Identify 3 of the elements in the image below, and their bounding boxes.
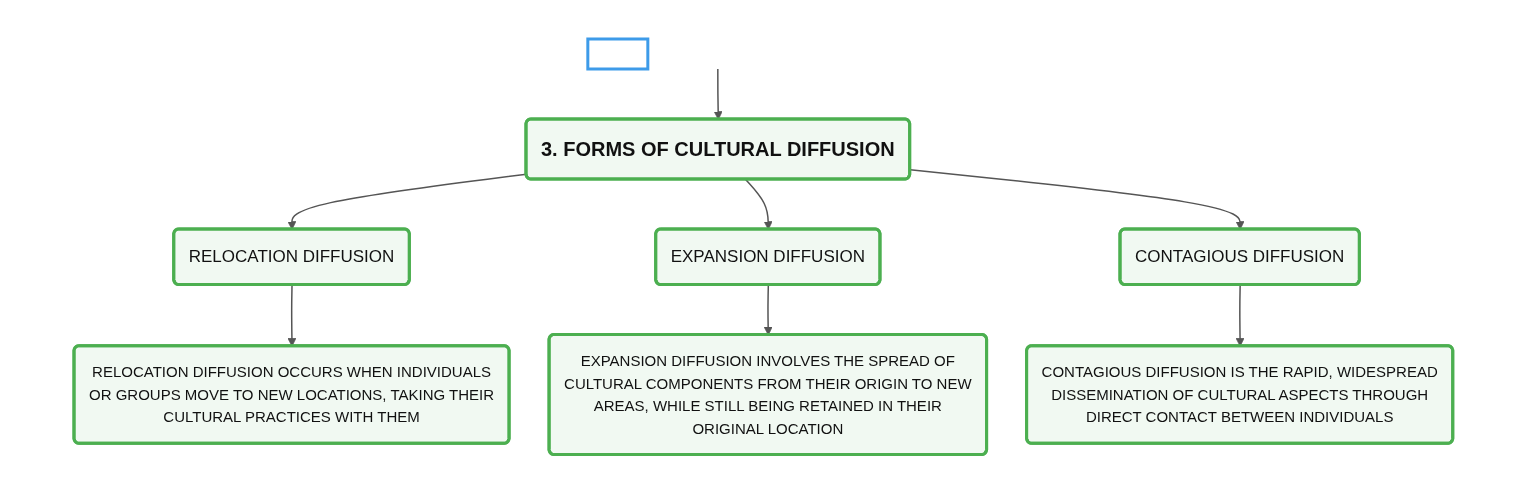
arrow (287, 284, 297, 347)
arrow (1235, 284, 1245, 347)
node-box (586, 37, 650, 71)
